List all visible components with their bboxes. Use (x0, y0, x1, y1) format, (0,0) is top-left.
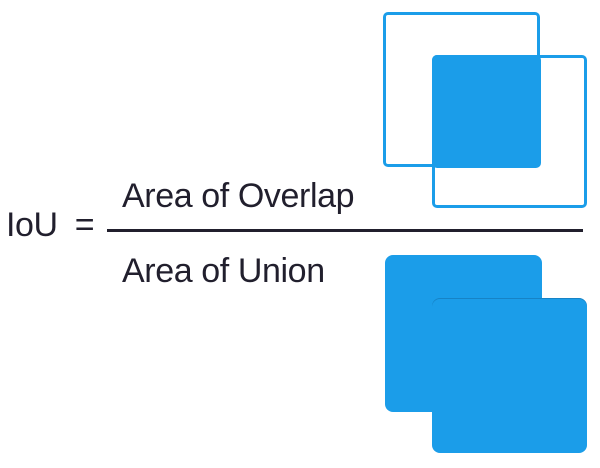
fraction-denominator: Area of Union (122, 252, 325, 290)
formula-lhs: IoU = (6, 206, 95, 244)
intersection-fill (432, 55, 541, 168)
fraction-bar (107, 229, 583, 232)
fraction-numerator: Area of Overlap (122, 177, 355, 215)
union-box-b-fill (432, 298, 587, 453)
